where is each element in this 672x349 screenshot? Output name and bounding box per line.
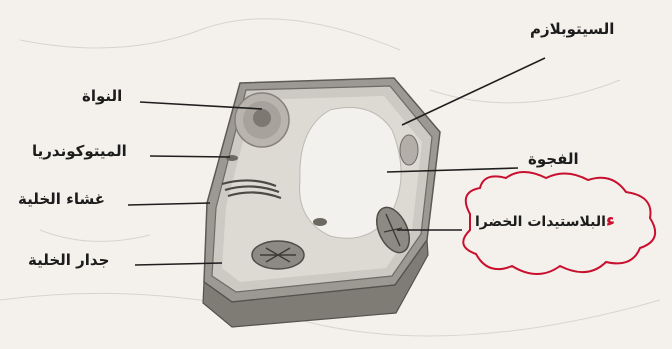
label-mitochondria: الميتوكوندريا: [32, 142, 127, 160]
nucleus-shape: [235, 93, 289, 147]
handwritten-suffix: ء: [606, 210, 615, 231]
label-chloroplasts-text: البلاستيدات الخضرا: [475, 214, 606, 230]
label-cytoplasm: السيتوبلازم: [530, 20, 614, 38]
label-vacuole: الفجوة: [528, 150, 579, 168]
label-cell-membrane: غشاء الخلية: [18, 190, 105, 208]
label-nucleus: النواة: [82, 87, 122, 105]
mitochondrion-shape: [226, 155, 238, 161]
label-chloroplasts: ءالبلاستيدات الخضرا: [475, 210, 615, 231]
label-cell-wall: جدار الخلية: [28, 251, 109, 269]
organelle-shape: [313, 218, 327, 226]
